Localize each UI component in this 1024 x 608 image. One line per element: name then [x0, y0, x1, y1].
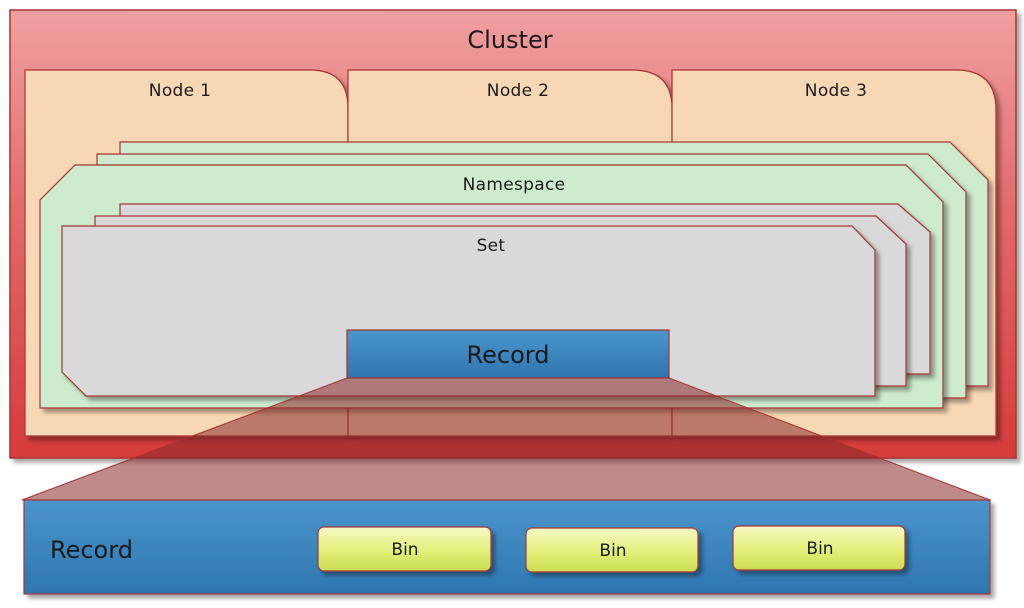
node-3-label: Node 3 — [805, 81, 867, 101]
cluster-label: Cluster — [467, 26, 552, 54]
record-box: Record — [346, 329, 670, 379]
namespace-label: Namespace — [463, 175, 566, 195]
bin-1: Bin — [317, 526, 492, 572]
bin-3-label: Bin — [806, 539, 833, 559]
record-box-label: Record — [467, 341, 550, 369]
record-detail-label: Record — [50, 536, 133, 564]
bin-3: Bin — [732, 525, 906, 571]
bin-2-label: Bin — [599, 541, 626, 561]
node-1-label: Node 1 — [149, 81, 211, 101]
bin-1-label: Bin — [391, 540, 418, 560]
record-detail-panel: Record Bin Bin Bin — [23, 499, 991, 595]
set-label: Set — [477, 236, 506, 256]
set-stack: Set — [61, 203, 931, 397]
set-layer-front — [61, 225, 876, 397]
node-2-label: Node 2 — [487, 81, 549, 101]
bin-2: Bin — [525, 527, 699, 573]
